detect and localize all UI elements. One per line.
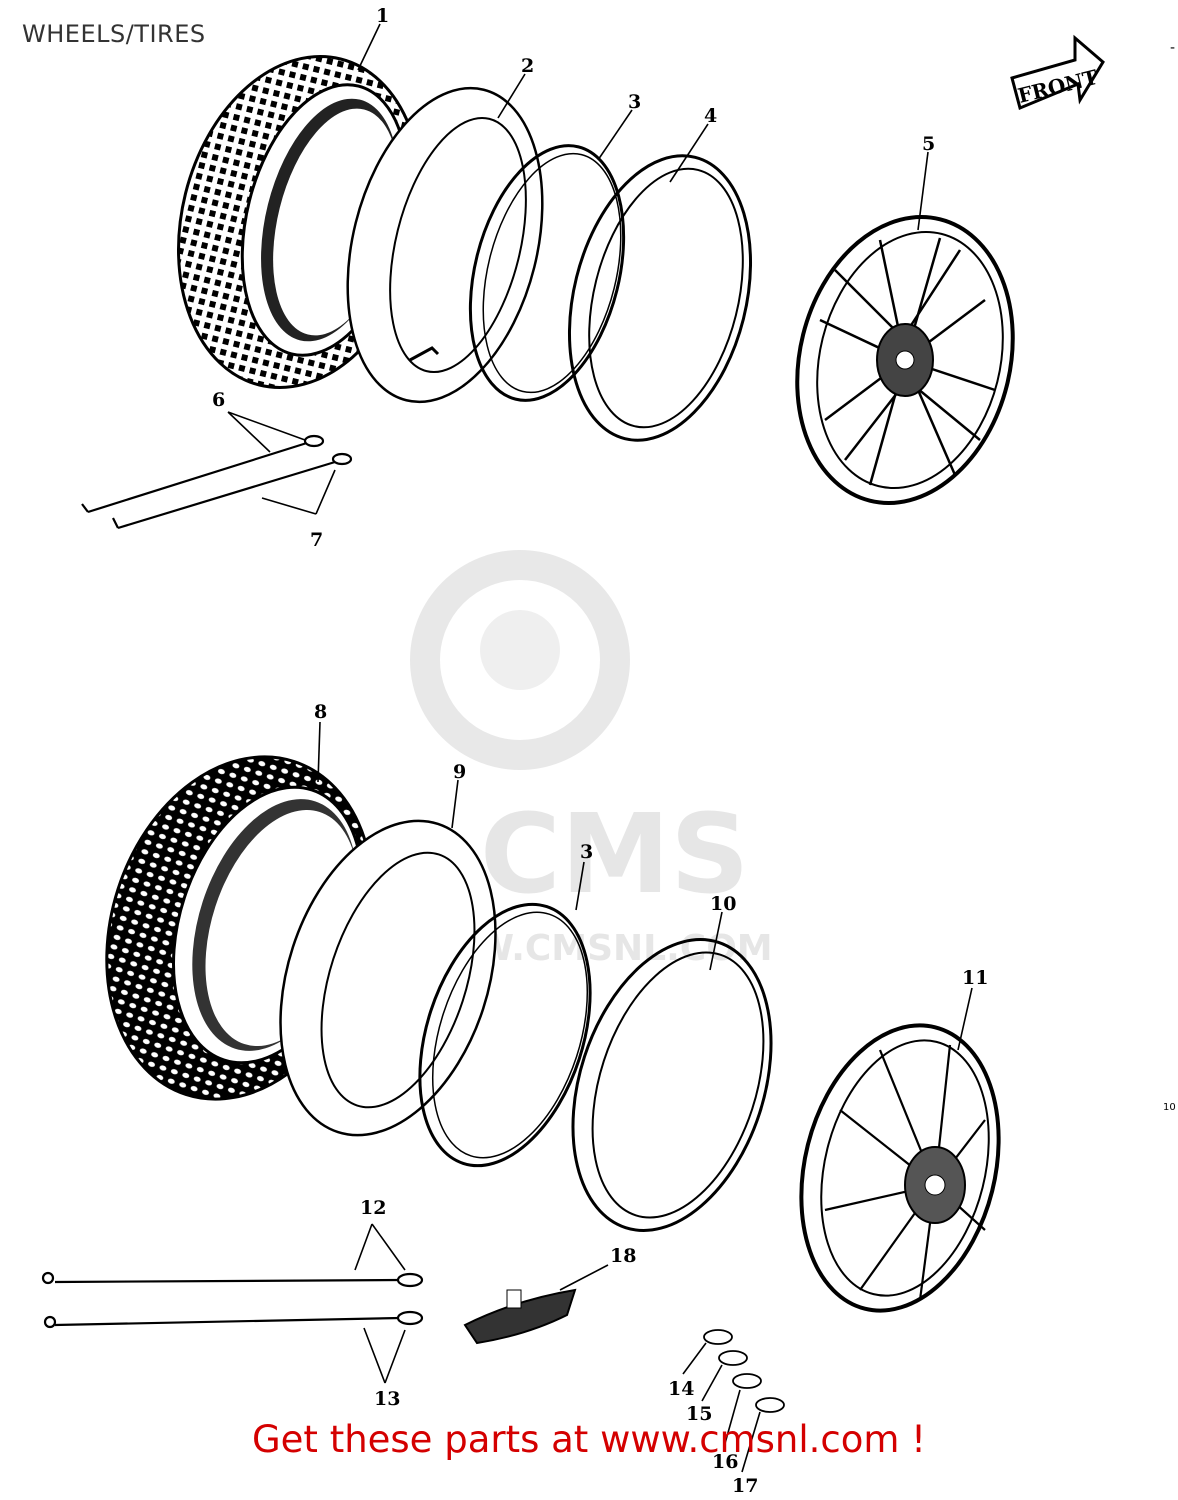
callout-10: 10 <box>710 893 736 915</box>
callout-9: 9 <box>453 761 466 783</box>
callout-leader-lines <box>227 23 973 1473</box>
callout-1: 1 <box>376 5 389 27</box>
parts-cta-link[interactable]: Get these parts at www.cmsnl.com ! <box>251 1418 926 1461</box>
parts-14-17-nipples <box>703 1329 785 1413</box>
part-3-rim-band <box>468 144 626 402</box>
part-5-front-wheel <box>795 215 1015 505</box>
callout-18: 18 <box>610 1245 636 1267</box>
watermark-brand: CMS <box>480 790 749 918</box>
callout-4: 4 <box>704 105 717 127</box>
edge-mark: - <box>1170 40 1175 56</box>
page-title: WHEELS/TIRES <box>22 20 206 48</box>
part-4-rim <box>567 154 753 442</box>
callout-16: 16 <box>712 1451 738 1473</box>
callout-14: 14 <box>668 1378 694 1400</box>
part-10-rear-rim <box>571 938 773 1232</box>
part-11-rear-wheel <box>799 1023 1001 1313</box>
callout-7: 7 <box>310 529 323 551</box>
watermark-logo: CMS WWW.CMSNL.COM <box>395 550 773 969</box>
callout-8: 8 <box>314 701 327 723</box>
part-12-13-spokes <box>41 1271 424 1329</box>
callout-2: 2 <box>521 55 534 77</box>
callout-12: 12 <box>360 1197 386 1219</box>
part-3-rim-band-rear <box>418 902 592 1168</box>
callout-5: 5 <box>922 133 935 155</box>
callout-17: 17 <box>732 1475 758 1497</box>
part-2-inner-tube <box>346 86 544 404</box>
callout-15: 15 <box>686 1403 712 1425</box>
figure-code: 10 <box>1163 1102 1176 1113</box>
callout-3b: 3 <box>580 841 593 863</box>
part-18-rim-flap <box>463 1288 577 1345</box>
callout-6: 6 <box>212 389 225 411</box>
part-6-7-spokes <box>81 434 353 530</box>
front-arrow-badge: FRONT <box>1010 34 1105 111</box>
callout-11: 11 <box>962 967 988 989</box>
callout-3: 3 <box>628 91 641 113</box>
callout-13: 13 <box>374 1388 400 1410</box>
